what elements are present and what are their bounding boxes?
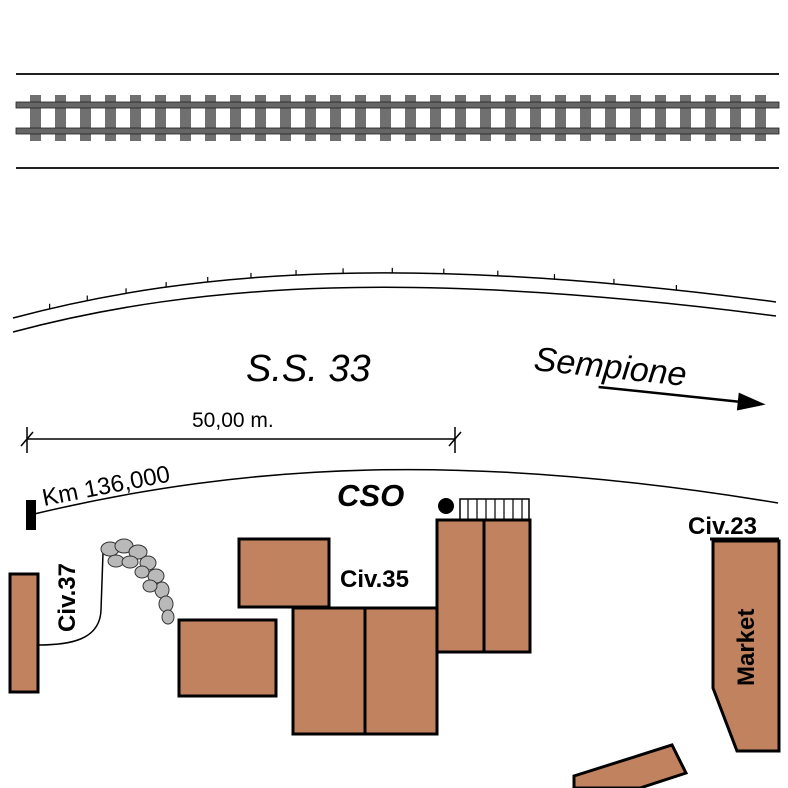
railway-sleepers: [30, 95, 766, 141]
fence-slats: [467, 499, 523, 520]
railway-sleeper: [380, 95, 391, 141]
cso-label: CSO: [337, 478, 404, 513]
railway-sleeper: [480, 95, 491, 141]
house-number-civ23: Civ.23: [688, 513, 757, 540]
kilometre-label: Km 136,000: [40, 461, 172, 512]
building-bottom-wedge: [572, 743, 689, 788]
railway-sleeper: [355, 95, 366, 141]
dimension-tick-right: [448, 431, 462, 447]
direction-arrow-shaft: [598, 385, 743, 404]
building-small: [237, 537, 331, 609]
building-market: [711, 539, 781, 753]
railway-sleeper: [280, 95, 291, 141]
railway-sleeper: [555, 95, 566, 141]
railway-sleeper: [80, 95, 91, 141]
direction-arrow-icon: [736, 392, 766, 411]
rail-top: [15, 101, 780, 109]
building-civ37-left: [8, 572, 40, 694]
railway-sleeper: [130, 95, 141, 141]
hedge-stone: [128, 544, 148, 560]
railway-sleeper: [305, 95, 316, 141]
hedge-stone: [161, 609, 175, 625]
railway-sleeper: [630, 95, 641, 141]
railway-sleeper: [105, 95, 116, 141]
direction-indicator: Sempione: [532, 340, 766, 411]
railway-sleeper: [30, 95, 41, 141]
stone-hedge: [100, 538, 175, 625]
railway-sleeper: [580, 95, 591, 141]
railway-sleeper: [705, 95, 716, 141]
building-market-label: Market: [733, 609, 760, 686]
road-edge-bottom: [12, 286, 777, 333]
hedge-stone: [134, 565, 150, 579]
railway-sleeper: [530, 95, 541, 141]
road-edge-ticks: [49, 267, 677, 309]
road-edge-top: [12, 272, 777, 319]
house-number-civ35: Civ.35: [340, 566, 409, 593]
dimension-tick-left: [20, 431, 34, 447]
railway-sleeper: [55, 95, 66, 141]
distance-label: 50,00 m.: [192, 409, 274, 432]
cso-point-icon: [438, 498, 454, 514]
railway-sleeper: [330, 95, 341, 141]
lateral-road-line: [29, 468, 779, 516]
railway-sleeper: [405, 95, 416, 141]
road-ss33: [12, 267, 777, 333]
fence-structure: [459, 498, 530, 521]
kilometre-marker-post: [26, 500, 36, 530]
railway-sleeper: [430, 95, 441, 141]
railway-sleeper: [755, 95, 766, 141]
railway-sleeper: [255, 95, 266, 141]
railway-sleeper: [155, 95, 166, 141]
railway-sleeper: [730, 95, 741, 141]
hedge-stone: [142, 579, 158, 593]
civ37-driveway-line: [37, 552, 104, 646]
railway-sleeper: [655, 95, 666, 141]
distance-dimension: 50,00 m.: [20, 409, 462, 453]
railway-sleeper: [680, 95, 691, 141]
railway-sleeper: [180, 95, 191, 141]
railway-sleeper: [455, 95, 466, 141]
hedge-stone: [158, 595, 174, 613]
house-number-civ37: Civ.37: [54, 563, 81, 632]
direction-label: Sempione: [532, 340, 688, 394]
hedge-stone: [121, 555, 139, 569]
railway-sleeper: [230, 95, 241, 141]
railway-sleeper: [205, 95, 216, 141]
road-name-label: S.S. 33: [246, 348, 371, 390]
railway-sleeper: [605, 95, 616, 141]
building-lower-left: [177, 618, 278, 698]
railway-sleeper: [505, 95, 516, 141]
rail-bottom: [15, 127, 780, 135]
railway: [15, 73, 780, 169]
